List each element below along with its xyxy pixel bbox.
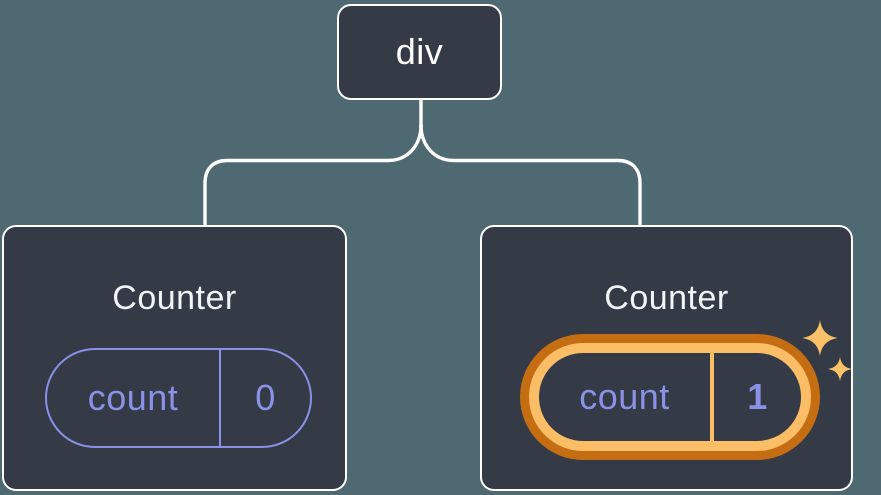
sparkles-icon xyxy=(802,320,838,356)
pill-divider xyxy=(219,350,221,446)
connector-branch-right xyxy=(419,123,642,228)
state-value: 1 xyxy=(747,376,768,417)
connector-branch-left xyxy=(203,123,423,228)
node-title: Counter xyxy=(604,279,729,317)
state-key-label: count xyxy=(579,376,670,417)
node-title: Counter xyxy=(112,279,237,317)
node-label: div xyxy=(395,31,444,72)
tree-node-div: div xyxy=(337,4,502,100)
state-key-label: count xyxy=(87,377,179,418)
state-value: 0 xyxy=(255,377,276,418)
state-pill: count 0 xyxy=(45,348,312,448)
state-pill-highlighted: count 1 xyxy=(529,343,811,451)
tree-node-counter-right: Counter count 1 xyxy=(480,225,853,491)
sparkles-icon xyxy=(828,357,852,381)
pill-divider xyxy=(710,353,714,441)
tree-node-counter-left: Counter count 0 xyxy=(2,225,347,491)
